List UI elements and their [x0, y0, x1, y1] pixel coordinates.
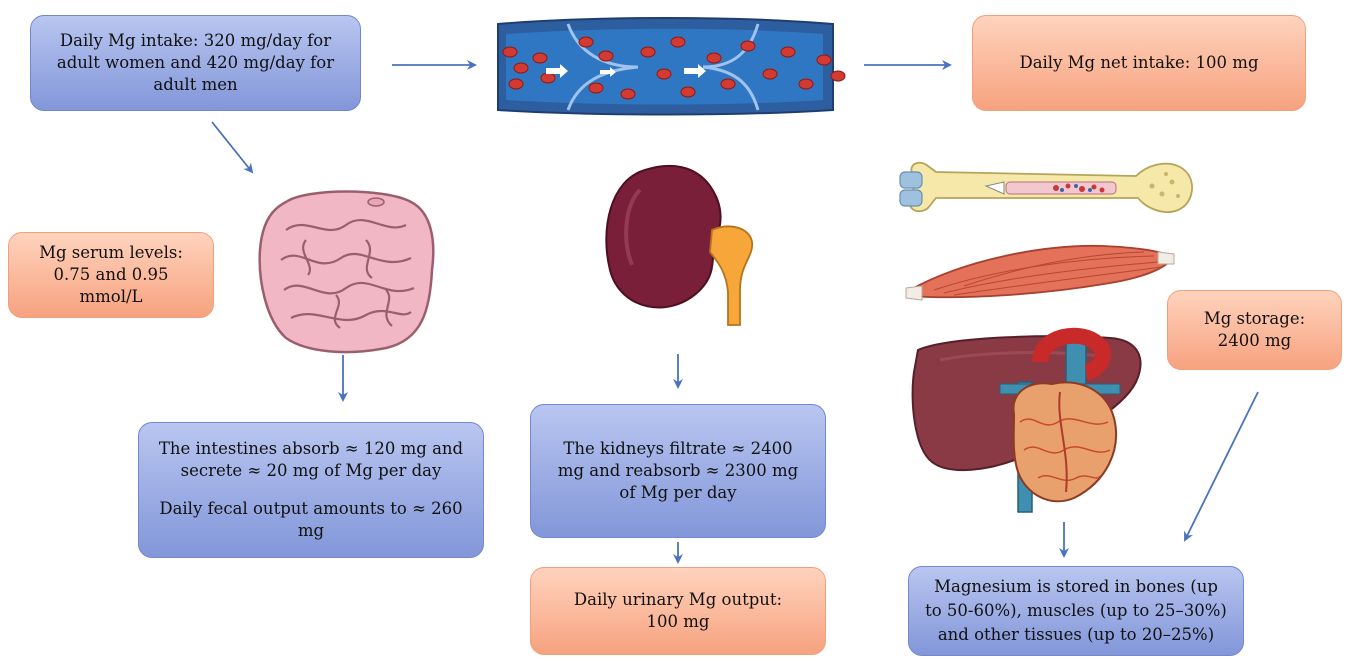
- kidney-icon: [600, 160, 780, 335]
- arrow-storage-box-down: [1185, 392, 1258, 540]
- bone-icon: [896, 152, 1206, 224]
- muscle-icon: [904, 240, 1176, 306]
- arrow-intake-to-intestine: [212, 122, 252, 172]
- heart-icon: [990, 322, 1140, 518]
- blood-vessel-icon: [488, 12, 858, 122]
- intestine-icon: [246, 180, 446, 355]
